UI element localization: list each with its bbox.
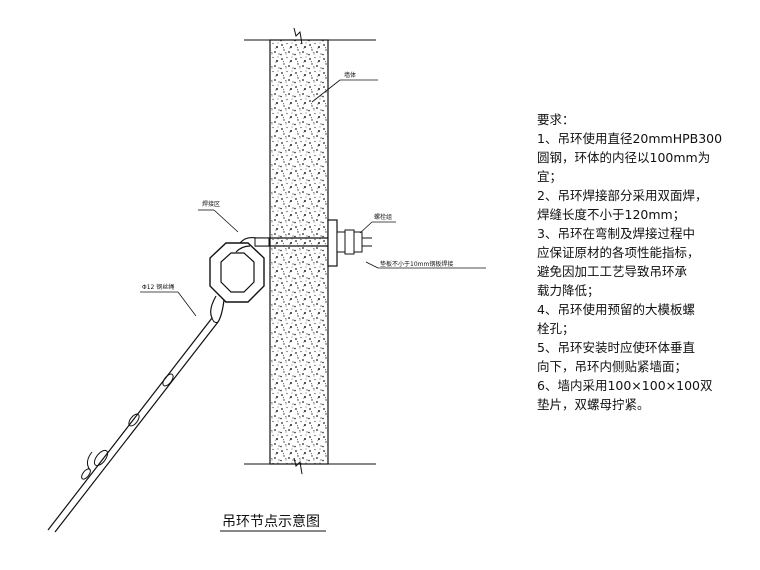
notes-line: 载力降低；	[537, 283, 600, 298]
washer-plate-and-nuts	[327, 219, 363, 267]
diagram-caption: 吊环节点示意图	[222, 513, 320, 530]
welded-ring-label: 焊接区	[202, 200, 220, 208]
notes-line: 3、吊环在弯制及焊接过程中	[537, 226, 695, 241]
requirements-notes: 要求： 1、吊环使用直径20mmHPB300 圆钢，环体的内径以100mm为 宜…	[537, 110, 737, 414]
wire-rope	[47, 295, 225, 533]
wire-rope-label: Φ12 钢丝绳	[142, 283, 174, 291]
notes-line: 向下，吊环内侧贴紧墙面；	[537, 359, 688, 374]
notes-line: 垫片，双螺母拧紧。	[537, 397, 650, 412]
notes-line: 5、吊环安装时应使环体垂直	[537, 340, 695, 355]
leader-lines	[140, 79, 486, 317]
plate-note-label: 垫板不小于10mm钢板焊接	[380, 260, 453, 268]
concrete-wall	[244, 27, 376, 475]
nut-label: 螺栓组	[374, 213, 392, 221]
notes-line: 应保证原材的各项性能指标，	[537, 245, 700, 260]
notes-title: 要求：	[537, 112, 575, 127]
notes-line: 宜；	[537, 169, 563, 184]
notes-line: 2、吊环焊接部分采用双面焊，	[537, 188, 708, 203]
notes-line: 避免因加工工艺导致吊环承	[537, 264, 688, 279]
notes-line: 4、吊环使用预留的大模板螺	[537, 302, 695, 317]
notes-line: 6、墙内采用100×100×100双	[537, 378, 713, 393]
notes-line: 焊缝长度不小于120mm；	[537, 207, 686, 222]
notes-line: 栓孔；	[537, 321, 575, 336]
notes-line: 圆钢，环体的内径以100mm为	[537, 150, 711, 165]
wall-label: 墙体	[344, 71, 356, 79]
notes-line: 1、吊环使用直径20mmHPB300	[537, 131, 723, 146]
lifting-ring	[209, 236, 270, 303]
